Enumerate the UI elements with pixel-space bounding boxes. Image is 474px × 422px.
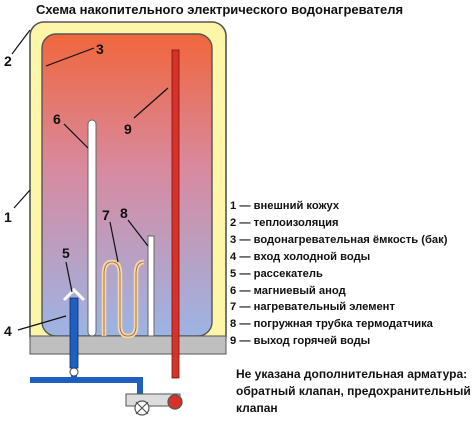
- legend-item: 8 — погружная трубка термодатчика: [230, 318, 433, 331]
- cold-water-inlet-pipe: [69, 297, 79, 369]
- leader-4: [17, 315, 67, 331]
- callout-8: 8: [120, 205, 128, 221]
- callout-1: 1: [4, 209, 12, 225]
- legend-item: 7 — нагревательный элемент: [230, 301, 395, 314]
- callout-6: 6: [53, 111, 61, 127]
- leader-7: [109, 221, 119, 263]
- note: Не указана дополнительная арматура: обра…: [236, 366, 472, 417]
- heating-element-outline: [103, 261, 145, 337]
- callout-2: 2: [4, 53, 12, 69]
- callout-7: 7: [102, 207, 110, 223]
- legend-item: 2 — теплоизоляция: [230, 216, 339, 229]
- hot-water-pipe: [171, 49, 180, 379]
- callout-4: 4: [4, 323, 12, 339]
- legend-item: 4 — вход холодной воды: [230, 250, 371, 263]
- legend-item: 5 — рассекатель: [230, 267, 323, 280]
- legend: 1 — внешний кожух 2 — теплоизоляция 3 — …: [230, 198, 447, 350]
- note-line: клапан: [236, 401, 278, 415]
- legend-item: 1 — внешний кожух: [230, 200, 340, 212]
- leader-8: [127, 219, 149, 247]
- magnesium-anode: [87, 119, 97, 337]
- leader-2: [11, 29, 31, 55]
- note-line: обратный клапан, предохранительный: [236, 384, 471, 398]
- legend-item: 9 — выход горячей воды: [230, 335, 371, 348]
- leader-9: [133, 87, 169, 119]
- cold-valve: [69, 367, 79, 377]
- water-tank: [41, 33, 213, 337]
- valve-fitting: [125, 393, 183, 416]
- callout-5: 5: [62, 245, 70, 261]
- leader-5: [65, 261, 73, 293]
- cold-water-supply-line: [30, 368, 143, 402]
- leader-6: [63, 123, 89, 149]
- callout-9: 9: [124, 121, 132, 137]
- legend-item: 6 — магниевый анод: [230, 284, 346, 297]
- diffuser: [62, 287, 86, 302]
- leader-3: [45, 47, 95, 67]
- leader-1: [13, 189, 31, 209]
- legend-item: 3 — водонагревательная ёмкость (бак): [230, 233, 448, 246]
- callout-3: 3: [96, 41, 104, 57]
- thermostat-tube: [147, 235, 155, 337]
- note-line: Не указана дополнительная арматура:: [236, 367, 468, 381]
- base-plate: [29, 335, 227, 355]
- diagram-title: Схема накопительного электрического водо…: [36, 2, 404, 17]
